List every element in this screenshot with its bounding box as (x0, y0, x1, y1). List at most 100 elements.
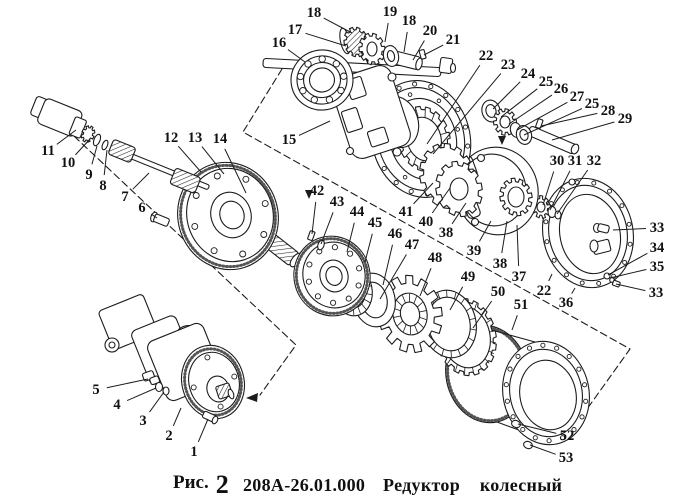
callout-12: 12 (164, 130, 179, 146)
ball-bearing-drawing (290, 49, 354, 111)
callout-leader-33 (612, 228, 647, 231)
drum-housing-drawing (445, 324, 590, 450)
callout-leader-44 (346, 222, 355, 253)
callout-48: 48 (428, 250, 443, 266)
callout-16: 16 (272, 35, 287, 51)
callout-leader-16 (287, 49, 306, 63)
callout-36: 36 (559, 295, 574, 311)
figure-label-number: 2 (215, 470, 229, 499)
callout-leader-15 (298, 120, 331, 136)
callout-7: 7 (121, 189, 128, 205)
callout-49: 49 (461, 269, 476, 285)
callout-leader-19 (384, 22, 389, 43)
callout-leader-14 (224, 148, 247, 194)
callout-15: 15 (282, 132, 297, 148)
callout-leader-38 (501, 220, 508, 254)
callout-2: 2 (165, 428, 172, 444)
callout-4: 4 (113, 397, 120, 413)
callout-leader-28 (540, 112, 598, 127)
callout-29: 29 (618, 111, 633, 127)
callout-8: 8 (99, 178, 106, 194)
callout-leader-43 (320, 212, 334, 245)
callout-52: 52 (560, 428, 575, 444)
callout-leader-6 (150, 213, 158, 219)
callout-leader-48 (419, 268, 432, 297)
callout-leader-23 (432, 73, 502, 155)
callout-6: 6 (138, 200, 145, 216)
callout-47: 47 (405, 237, 420, 253)
callout-leader-52 (517, 423, 557, 434)
callout-leader-51 (511, 315, 518, 331)
callout-37: 37 (512, 269, 527, 285)
callout-50: 50 (491, 284, 506, 300)
callout-leader-25 (523, 108, 583, 136)
figure-title: 208А-26.01.000 Редуктор колесный (243, 475, 562, 496)
callout-leader-32 (556, 169, 589, 215)
wheel-flange-drawing (293, 235, 371, 317)
callout-35: 35 (650, 259, 665, 275)
callout-leader-45 (364, 233, 373, 263)
callout-leader-39 (478, 220, 492, 242)
callout-leader-30 (542, 171, 555, 206)
callout-leader-22 (426, 64, 481, 145)
callout-leader-35 (609, 269, 647, 279)
callout-leader-4 (126, 387, 157, 402)
callout-22: 22 (537, 283, 552, 299)
callout-41: 41 (399, 204, 414, 220)
callout-leader-27 (516, 101, 568, 131)
callout-leader-24 (492, 81, 521, 110)
callout-26: 26 (554, 81, 569, 97)
callout-1: 1 (190, 444, 197, 460)
callout-leader-18 (323, 17, 353, 34)
callout-leader-41 (413, 182, 434, 205)
callout-42: 42 (310, 183, 325, 199)
callout-leader-3 (149, 391, 165, 413)
callout-leader-49 (449, 286, 464, 311)
callout-leader-31 (549, 170, 571, 211)
callout-leader-42 (311, 201, 317, 235)
callout-leader-20 (412, 40, 425, 61)
planet-carrier-drawing (455, 146, 539, 236)
callout-33: 33 (649, 285, 664, 301)
callout-leader-7 (132, 172, 150, 190)
callout-13: 13 (188, 130, 203, 146)
planet-shaft-drawing (527, 118, 580, 155)
callout-38: 38 (439, 225, 454, 241)
callout-leader-26 (508, 94, 553, 125)
callout-leader-10 (75, 138, 91, 156)
callout-leader-8 (103, 149, 108, 176)
callout-34: 34 (650, 240, 665, 256)
callout-leader-53 (529, 444, 556, 455)
figure-code: 208А-26.01.000 (243, 475, 366, 495)
figure-name-word-1: Редуктор (383, 475, 461, 495)
callout-38: 38 (493, 256, 508, 272)
figure-label-word: Рис. (173, 472, 209, 493)
callout-leader-40 (431, 187, 451, 214)
callout-10: 10 (61, 155, 76, 171)
callout-leader-5 (106, 378, 149, 389)
callout-leader-11 (56, 129, 77, 145)
callout-24: 24 (521, 66, 536, 82)
callout-9: 9 (85, 167, 92, 183)
callout-32: 32 (587, 153, 602, 169)
callout-leader-21 (423, 44, 444, 56)
callout-45: 45 (368, 215, 383, 231)
end-cover-drawing (541, 177, 635, 289)
callout-53: 53 (559, 450, 574, 466)
callout-33: 33 (650, 220, 665, 236)
callout-39: 39 (467, 243, 482, 259)
planet-gear-set-drawing (481, 99, 533, 145)
callout-leader-37 (516, 224, 520, 267)
callout-31: 31 (568, 153, 583, 169)
callout-leader-29 (551, 121, 615, 141)
callout-25: 25 (539, 74, 554, 90)
callout-22: 22 (479, 48, 494, 64)
callout-23: 23 (501, 57, 516, 73)
callout-leader-9 (91, 145, 98, 165)
construction-lines (41, 68, 631, 417)
callout-leader-25 (500, 88, 538, 118)
callout-27: 27 (570, 89, 585, 105)
callout-11: 11 (41, 143, 55, 159)
callout-14: 14 (213, 131, 228, 147)
